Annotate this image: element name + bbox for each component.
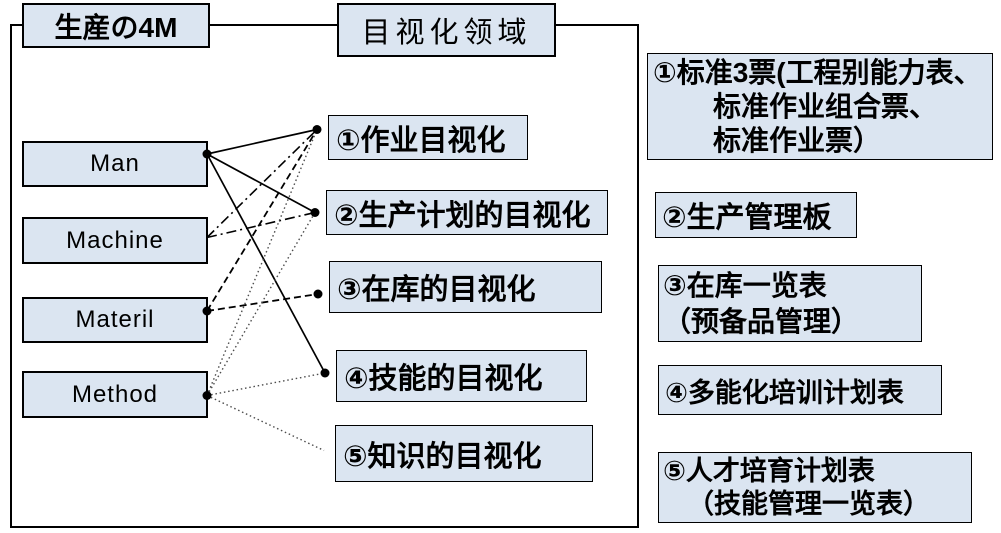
area-label-4: ④技能的目视化 xyxy=(344,363,543,395)
tool-4-line-1: ④多能化培训计划表 xyxy=(665,377,904,408)
tool-1-line-1: ①标准3票(工程别能力表、 xyxy=(653,56,982,88)
outer-frame xyxy=(10,24,639,528)
area-label-3: ③在库的目视化 xyxy=(337,274,536,306)
tool-box-inventory-list: ③在库一览表 （预备品管理） xyxy=(658,265,922,342)
area-label-5: ⑤知识的目视化 xyxy=(343,440,542,473)
factor-label-machine: Machine xyxy=(66,226,164,254)
area-box-skill-visualization: ④技能的目视化 xyxy=(336,350,587,402)
tool-1-line-3: 标准作业票） xyxy=(713,124,882,156)
tool-box-production-control-board: ②生产管理板 xyxy=(655,192,857,238)
area-box-knowledge-visualization: ⑤知识的目视化 xyxy=(335,425,593,482)
tool-2-line-1: ②生产管理板 xyxy=(662,202,832,234)
tool-3-line-2: （预备品管理） xyxy=(663,305,860,337)
area-box-production-plan-visualization: ②生产计划的目视化 xyxy=(326,190,608,235)
tool-5-line-1: ⑤人才培育计划表 xyxy=(663,455,875,486)
tool-box-standard-3-sheets: ①标准3票(工程别能力表、 标准作业组合票、 标准作业票） xyxy=(647,53,993,160)
factor-box-machine: Machine xyxy=(22,217,208,264)
factor-label-method: Method xyxy=(71,380,159,408)
factor-label-man: Man xyxy=(90,150,140,177)
area-box-work-visualization: ①作业目视化 xyxy=(328,115,528,160)
factor-label-materil: Materil xyxy=(75,306,155,333)
tool-1-line-2: 标准作业组合票、 xyxy=(713,90,938,122)
title-production-4m-label: 生産の4M xyxy=(54,11,178,43)
tool-box-talent-development-plan: ⑤人才培育计划表 （技能管理一览表） xyxy=(658,452,972,523)
factor-box-materil: Materil xyxy=(22,297,208,343)
tool-3-line-1: ③在库一览表 xyxy=(663,269,827,301)
area-label-2: ②生产计划的目视化 xyxy=(334,199,591,232)
factor-box-method: Method xyxy=(22,371,208,418)
area-label-1: ①作业目视化 xyxy=(336,124,506,157)
title-production-4m: 生産の4M xyxy=(22,3,210,48)
tool-box-multiskill-training-plan: ④多能化培训计划表 xyxy=(658,365,942,415)
title-visualization-area-label: 目视化领域 xyxy=(361,17,532,49)
tool-5-line-2: （技能管理一览表） xyxy=(687,488,930,519)
title-visualization-area: 目视化领域 xyxy=(337,3,556,57)
area-box-inventory-visualization: ③在库的目视化 xyxy=(329,261,602,313)
factor-box-man: Man xyxy=(22,141,208,187)
